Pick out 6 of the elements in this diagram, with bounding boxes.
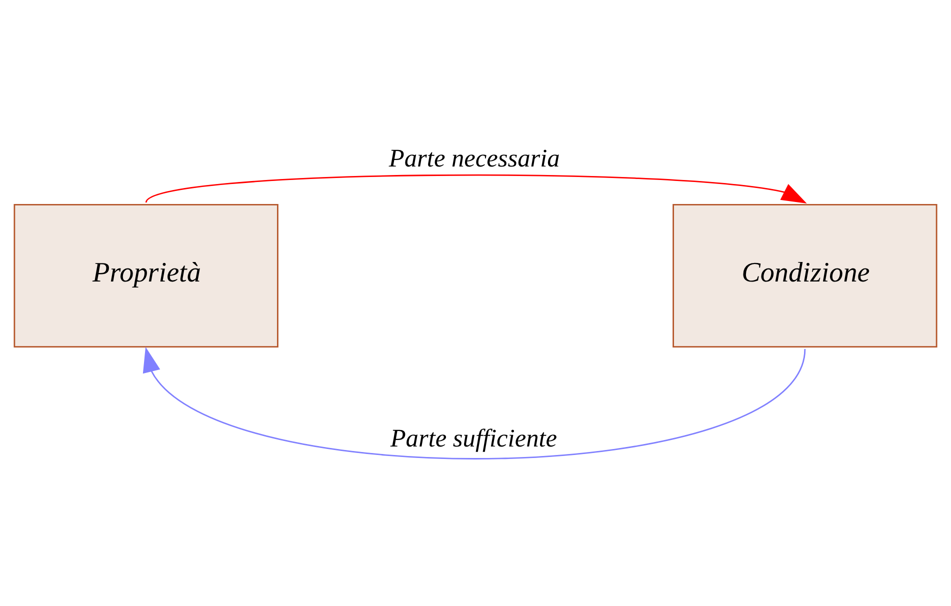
edge-label: Parte sufficiente bbox=[390, 424, 558, 452]
node-box: Condizione bbox=[672, 203, 938, 348]
edge-label: Parte necessaria bbox=[388, 144, 560, 172]
node-box: Proprietà bbox=[14, 203, 278, 348]
arrow bbox=[142, 346, 806, 459]
arrow bbox=[146, 174, 807, 203]
